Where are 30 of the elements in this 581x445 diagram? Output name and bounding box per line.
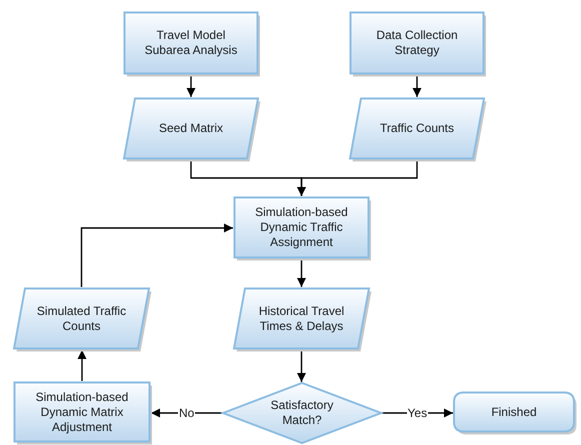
node-label: Simulation-based Dynamic Traffic Assignment <box>254 205 349 250</box>
data-parallelogram <box>13 287 150 350</box>
data-parallelogram <box>349 97 485 160</box>
edge-label: No <box>178 406 196 420</box>
edge-label: Yes <box>406 406 428 420</box>
node-label: Simulation-based Dynamic Matrix Adjustment <box>34 390 130 434</box>
arrow <box>186 75 196 97</box>
node-label: Historical Travel Times & Delays <box>258 304 346 334</box>
data-parallelogram <box>233 287 370 350</box>
arrow <box>297 160 418 196</box>
terminal-box <box>453 391 575 433</box>
arrow <box>80 224 233 287</box>
node-label: Seed Matrix <box>158 121 224 136</box>
node-label: Data Collection Strategy <box>375 28 459 58</box>
arrow <box>297 259 306 287</box>
process-box <box>233 196 370 259</box>
process-box <box>13 381 151 443</box>
node-label: Simulated Traffic Counts <box>36 304 128 334</box>
node-label: Satisfactory Match? <box>270 398 334 428</box>
node-label: Finished <box>490 404 538 420</box>
process-box <box>123 11 259 75</box>
arrow <box>151 408 222 418</box>
decision-diamond <box>222 382 382 444</box>
arrow <box>297 350 306 382</box>
data-parallelogram <box>123 97 259 160</box>
arrow <box>412 75 422 97</box>
arrow <box>78 350 86 381</box>
node-label: Traffic Counts <box>378 121 456 136</box>
process-box <box>349 11 485 75</box>
node-label: Travel Model Subarea Analysis <box>144 28 238 58</box>
